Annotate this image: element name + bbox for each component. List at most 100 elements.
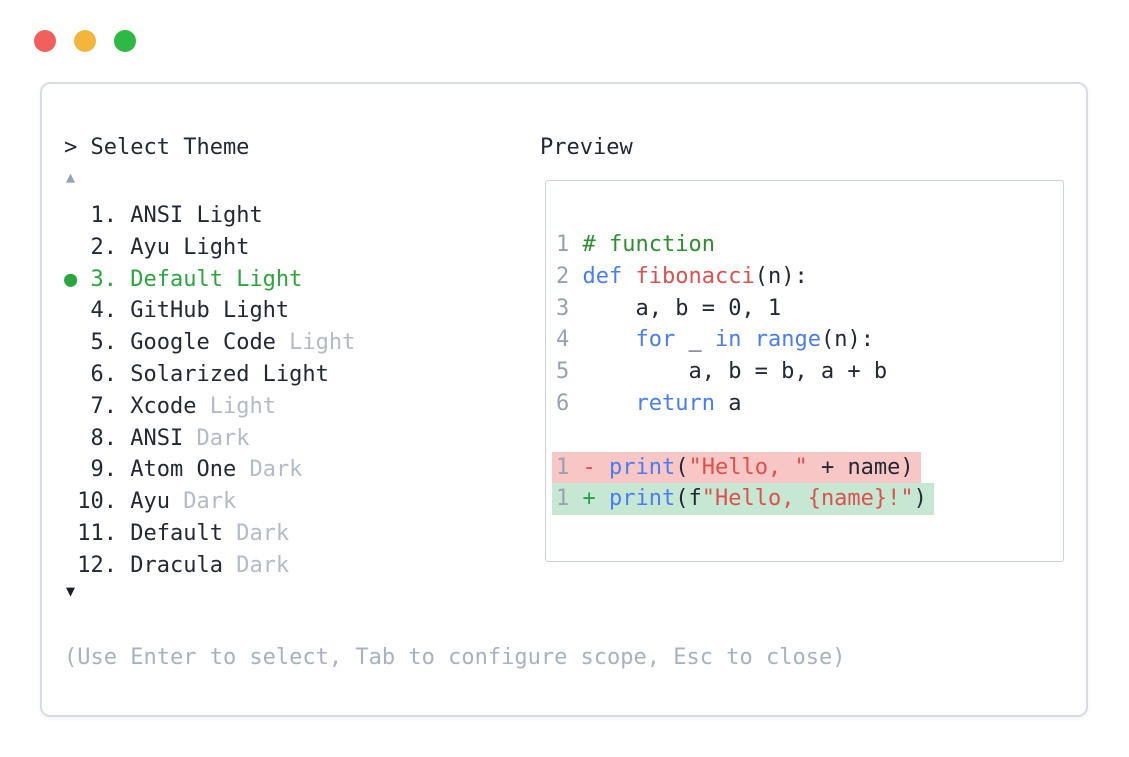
theme-item-number: 3. [90,266,117,292]
theme-item-name: Default [130,520,223,546]
scroll-down-icon[interactable]: ▼ [66,582,76,600]
code-line: 6 return a [556,388,934,420]
scroll-up-icon[interactable]: ▲ [66,168,76,186]
preview-label: Preview [540,135,633,160]
theme-list-item[interactable]: 4. GitHub Light [64,295,355,327]
theme-list-item[interactable]: ● 3. Default Light [64,264,355,296]
theme-item-number: 12. [77,552,117,578]
theme-list-item[interactable]: 1. ANSI Light [64,200,355,232]
theme-list-item[interactable]: 11. Default Dark [64,518,355,550]
bullet-spacer [64,362,77,387]
line-number: 1 [556,232,570,257]
code-token: - [582,454,596,480]
diff-line-del: 1 - print("Hello, " + name) [552,451,934,484]
code-token: # function [582,232,715,257]
zoom-window-button[interactable] [114,30,136,52]
theme-item-name: ANSI Light [130,203,263,228]
theme-item-number: 4. [90,298,117,324]
code-token: "Hello, " [688,454,808,480]
code-line: 1 # function [556,229,934,261]
line-number: 1 [556,454,570,480]
code-line: 5 a, b = b, a + b [556,356,934,388]
line-number: 4 [556,327,570,353]
theme-list-item[interactable]: 5. Google Code Light [64,327,355,359]
theme-item-number: 11. [77,520,117,546]
theme-item-variant: Light [275,330,356,356]
code-token: return [635,390,715,416]
theme-list-item[interactable]: 8. ANSI Dark [64,423,355,455]
theme-item-name: GitHub Light [130,298,290,324]
select-theme-prompt: > Select Theme [64,135,250,160]
code-token: "Hello, {name}!" [701,486,914,512]
selected-bullet-icon: ● [64,266,78,292]
theme-item-number: 9. [90,457,117,483]
code-token: print [609,486,676,512]
code-token [596,486,609,511]
line-number: 3 [556,295,570,321]
code-token [741,327,754,352]
bullet-spacer [64,553,77,578]
code-token [569,455,582,480]
code-token: ( [675,454,689,480]
bullet-spacer [64,457,77,482]
code-token: range [754,327,821,353]
theme-item-name: Solarized Light [130,361,329,387]
bullet-spacer [64,235,77,260]
bullet-spacer [64,298,77,323]
theme-item-number: 2. [90,234,117,260]
theme-item-variant: Dark [236,457,303,483]
theme-item-variant: Dark [222,552,290,578]
theme-item-name: Dracula [130,552,223,578]
code-line: 3 a, b = 0, 1 [556,293,934,325]
theme-item-number: 1. [90,203,117,228]
theme-list: 1. ANSI Light 2. Ayu Light●3. Default Li… [64,200,355,582]
theme-list-item[interactable]: 10. Ayu Dark [64,486,355,518]
diff-highlight: 1 + print(f"Hello, {name}!") [552,483,934,516]
theme-list-item[interactable]: 12. Dracula Dark [64,550,355,582]
code-line [556,420,934,452]
code-token: in [714,327,742,353]
code-token: + [582,486,596,512]
theme-item-name: Google Code [130,330,276,356]
code-token [596,455,609,480]
line-number: 2 [556,263,570,289]
theme-list-item[interactable]: 9. Atom One Dark [64,454,355,486]
code-token [569,486,582,511]
theme-picker-panel: > Select Theme Preview ▲ 1. ANSI Light 2… [40,82,1088,717]
theme-item-number: 5. [90,330,117,356]
code-token [569,327,635,352]
theme-list-item[interactable]: 7. Xcode Light [64,391,355,423]
code-token [569,264,582,289]
code-token: fibonacci [635,263,755,289]
code-token: (n): [754,263,808,289]
code-token: ) [913,486,927,512]
close-window-button[interactable] [34,30,56,52]
code-token: def [582,263,623,289]
bullet-spacer [64,330,77,355]
minimize-window-button[interactable] [74,30,96,52]
theme-item-name: Default Light [130,266,303,292]
theme-item-variant: Dark [183,425,250,451]
diff-line-add: 1 + print(f"Hello, {name}!") [552,483,934,516]
code-token: a, b = b, a + b [569,359,888,385]
theme-item-name: ANSI [130,425,184,451]
theme-item-variant: Light [196,393,276,419]
theme-item-variant: Dark [169,489,237,515]
code-token: print [609,454,676,480]
keyboard-hint: (Use Enter to select, Tab to configure s… [64,645,846,670]
bullet-spacer [64,203,77,228]
code-token: (n): [820,327,874,353]
theme-item-name: Atom One [130,457,237,483]
theme-item-number: 10. [77,489,117,515]
theme-item-name: Xcode [130,393,197,419]
code-token: (f [675,486,702,512]
bullet-spacer [64,426,77,451]
theme-list-item[interactable]: 2. Ayu Light [64,232,355,264]
theme-item-number: 6. [90,361,117,387]
theme-item-name: Ayu Light [130,234,250,260]
code-token: + name) [807,454,914,480]
theme-list-item[interactable]: 6. Solarized Light [64,359,355,391]
